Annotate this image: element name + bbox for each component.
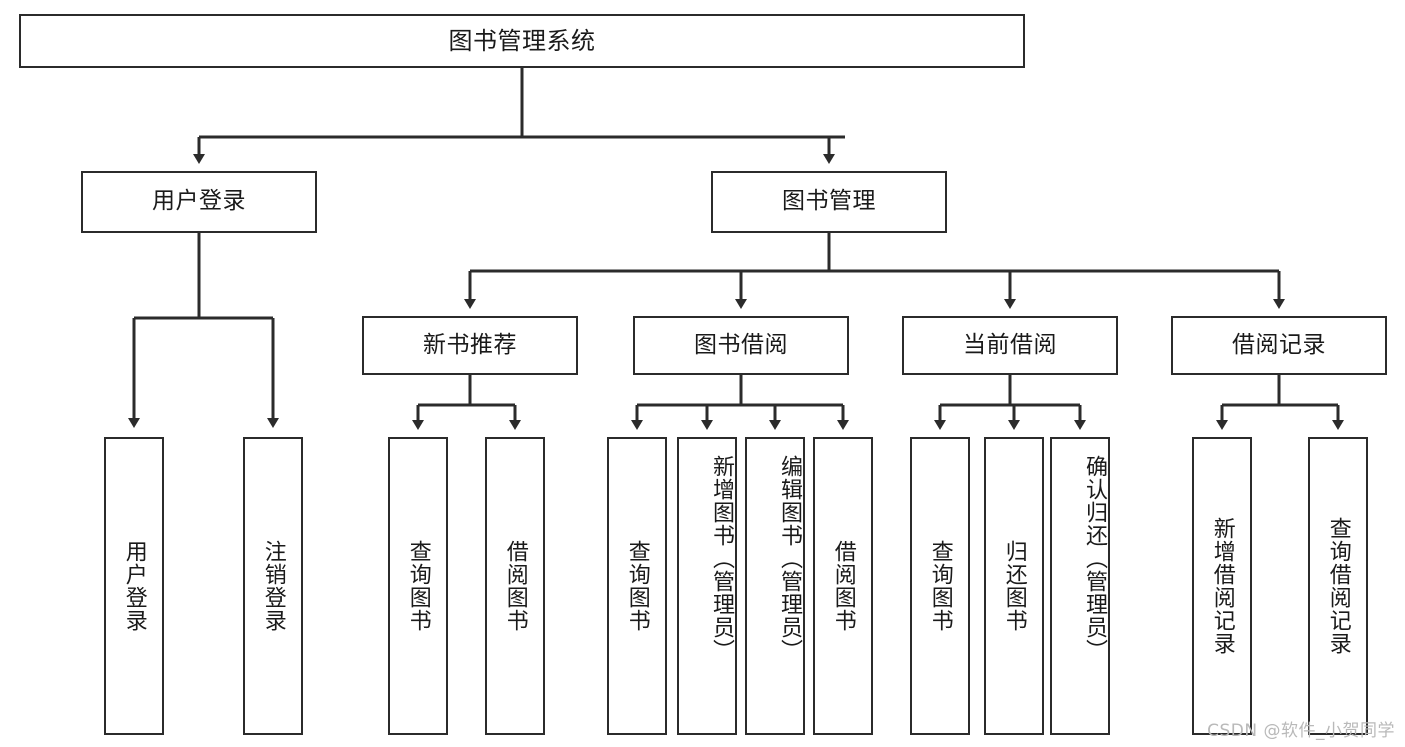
- node-current-borrow[interactable]: 当前借阅: [902, 316, 1118, 375]
- node-borrow-record[interactable]: 借阅记录: [1171, 316, 1387, 375]
- leaf-user-login[interactable]: 用户登录: [104, 437, 164, 735]
- node-new-book-recommend[interactable]: 新书推荐: [362, 316, 578, 375]
- leaf-query-borrow-record[interactable]: 查询借阅记录: [1308, 437, 1368, 735]
- leaf-edit-book-admin[interactable]: 编辑图书（管理员）: [745, 437, 805, 735]
- leaf-add-borrow-record[interactable]: 新增借阅记录: [1192, 437, 1252, 735]
- leaf-confirm-return-admin[interactable]: 确认归还（管理员）: [1050, 437, 1110, 735]
- leaf-borrow-book[interactable]: 借阅图书: [813, 437, 873, 735]
- csdn-watermark: CSDN @软件_小贺同学: [1207, 721, 1395, 741]
- leaf-logout[interactable]: 注销登录: [243, 437, 303, 735]
- leaf-query-book-recommend[interactable]: 查询图书: [388, 437, 448, 735]
- node-root-system[interactable]: 图书管理系统: [19, 14, 1025, 68]
- node-book-management[interactable]: 图书管理: [711, 171, 947, 233]
- leaf-add-book-admin[interactable]: 新增图书（管理员）: [677, 437, 737, 735]
- leaf-borrow-book-recommend[interactable]: 借阅图书: [485, 437, 545, 735]
- node-book-borrow[interactable]: 图书借阅: [633, 316, 849, 375]
- leaf-query-book-current[interactable]: 查询图书: [910, 437, 970, 735]
- leaf-return-book[interactable]: 归还图书: [984, 437, 1044, 735]
- leaf-query-book-borrow[interactable]: 查询图书: [607, 437, 667, 735]
- node-user-login[interactable]: 用户登录: [81, 171, 317, 233]
